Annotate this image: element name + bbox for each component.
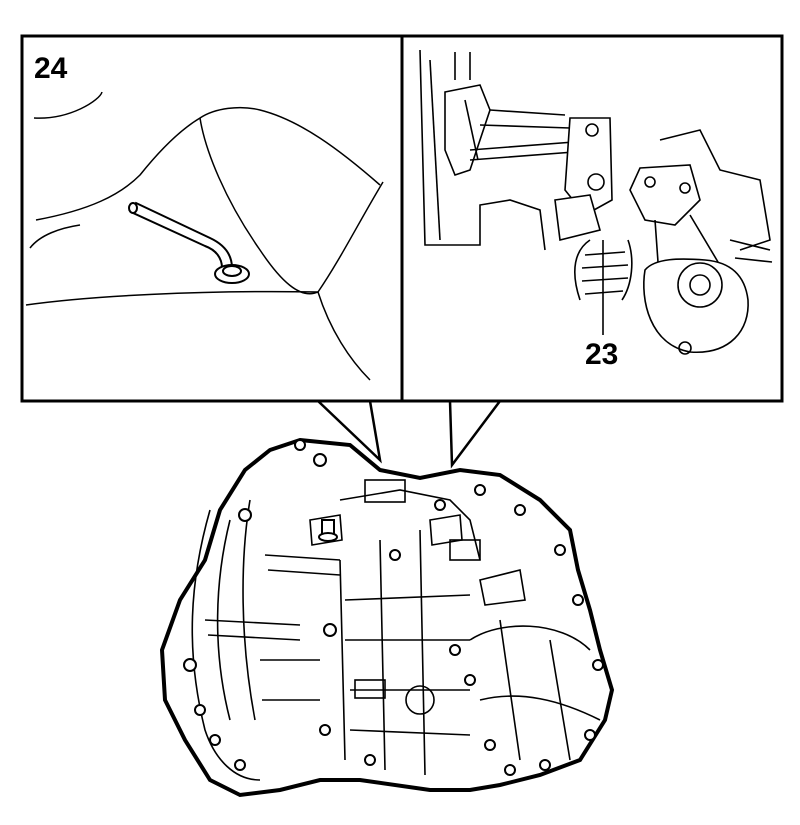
callout-label-23: 23 (585, 338, 618, 371)
housing-bolts (183, 439, 604, 776)
callout-label-24: 24 (34, 52, 68, 85)
callout-pointers (317, 400, 501, 469)
inset-frame-left (20, 34, 404, 403)
vent-tube-icon (128, 201, 250, 284)
housing-detail-lines (191, 479, 601, 781)
linkage-body-lines (419, 49, 773, 355)
inset-panel-linkage: 23 (400, 34, 784, 403)
housing-outline (159, 437, 615, 798)
transmission-housing (159, 437, 615, 798)
inset-panel-vent: 24 (20, 34, 404, 403)
housing-contour-lines (25, 91, 384, 381)
vent-stub-icon (318, 519, 338, 542)
